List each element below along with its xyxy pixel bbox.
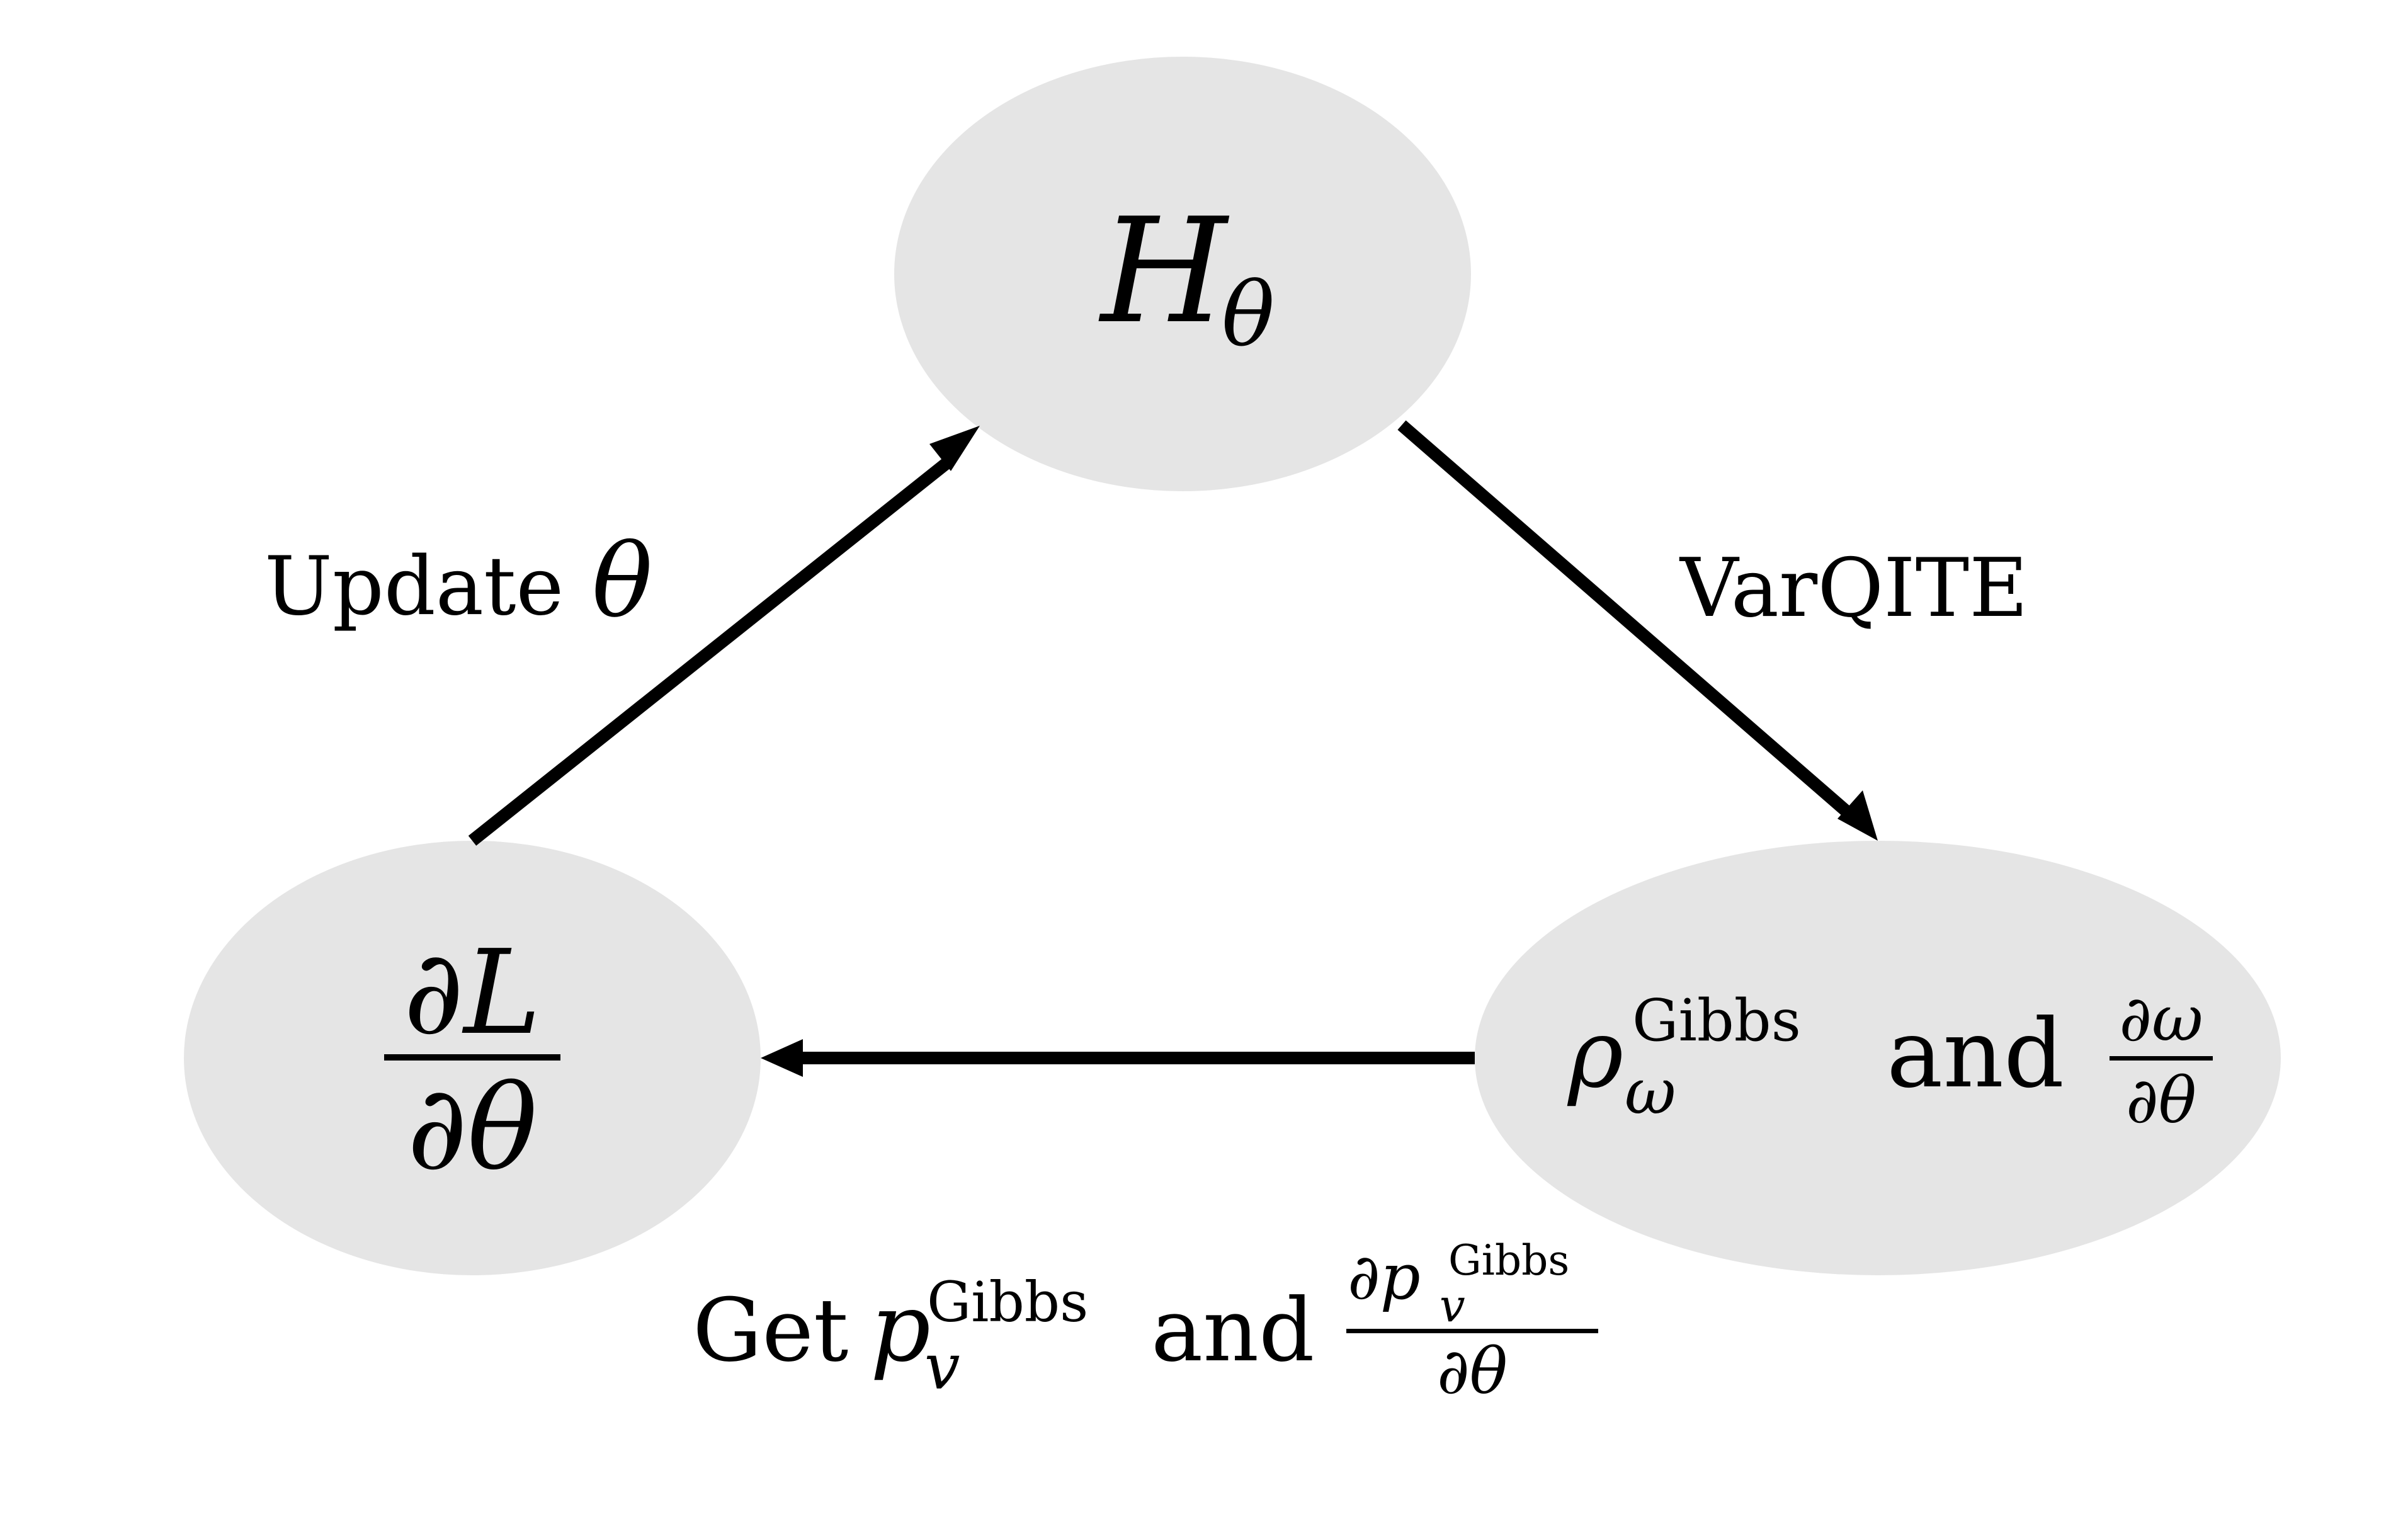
p-fraction-bar (1346, 1329, 1598, 1333)
edge-update-theta (468, 426, 980, 846)
edge-get-gibbs (761, 1039, 1475, 1077)
label-varqite: VarQITE (1679, 542, 2028, 635)
rho-subscript: ω (1625, 1055, 1676, 1129)
arrowhead-up (929, 426, 980, 471)
label-gibbs-state: ρ Gibbs ω and ∂ω ∂θ (1567, 982, 2213, 1137)
rho-symbol: ρ (1567, 999, 1623, 1109)
p-symbol: p (870, 1273, 931, 1383)
node-gibbs-state (1475, 841, 2281, 1275)
hamiltonian-subscript: θ (1222, 264, 1275, 367)
omega-fraction-bar (2110, 1056, 2213, 1061)
omega-fraction-numerator: ∂ω (2119, 982, 2203, 1055)
update-text: Update (264, 540, 564, 634)
label-get-gibbs: Get p Gibbs v and ∂p Gibbs v ∂θ (693, 1236, 1598, 1408)
label-loss-gradient: ∂L ∂θ (384, 924, 560, 1196)
edge-varqite (1397, 420, 1878, 841)
loss-gradient-denominator: ∂θ (407, 1060, 537, 1196)
p-fraction-denominator: ∂θ (1437, 1334, 1508, 1408)
label-hamiltonian: H θ (1098, 188, 1275, 367)
update-theta-symbol: θ (592, 522, 652, 640)
get-text: Get (693, 1280, 848, 1381)
p-fraction-subscript: v (1440, 1279, 1465, 1332)
loss-gradient-numerator: ∂L (404, 924, 542, 1061)
p-superscript: Gibbs (927, 1270, 1088, 1334)
hamiltonian-symbol: H (1098, 188, 1230, 356)
p-subscript: v (924, 1330, 960, 1404)
p-fraction-numerator: ∂p (1348, 1240, 1421, 1314)
omega-fraction-denominator: ∂θ (2126, 1064, 2196, 1137)
get-and-text: and (1151, 1280, 1315, 1381)
p-fraction-superscript: Gibbs (1448, 1236, 1569, 1285)
gibbs-and-text: and (1887, 999, 2064, 1109)
node-hamiltonian (894, 57, 1471, 491)
loss-gradient-fraction-bar (384, 1054, 560, 1061)
arrowhead-down (1837, 790, 1878, 841)
label-update-theta: Update θ (264, 522, 652, 640)
arrowhead-left (761, 1039, 803, 1077)
rho-superscript: Gibbs (1632, 987, 1801, 1054)
